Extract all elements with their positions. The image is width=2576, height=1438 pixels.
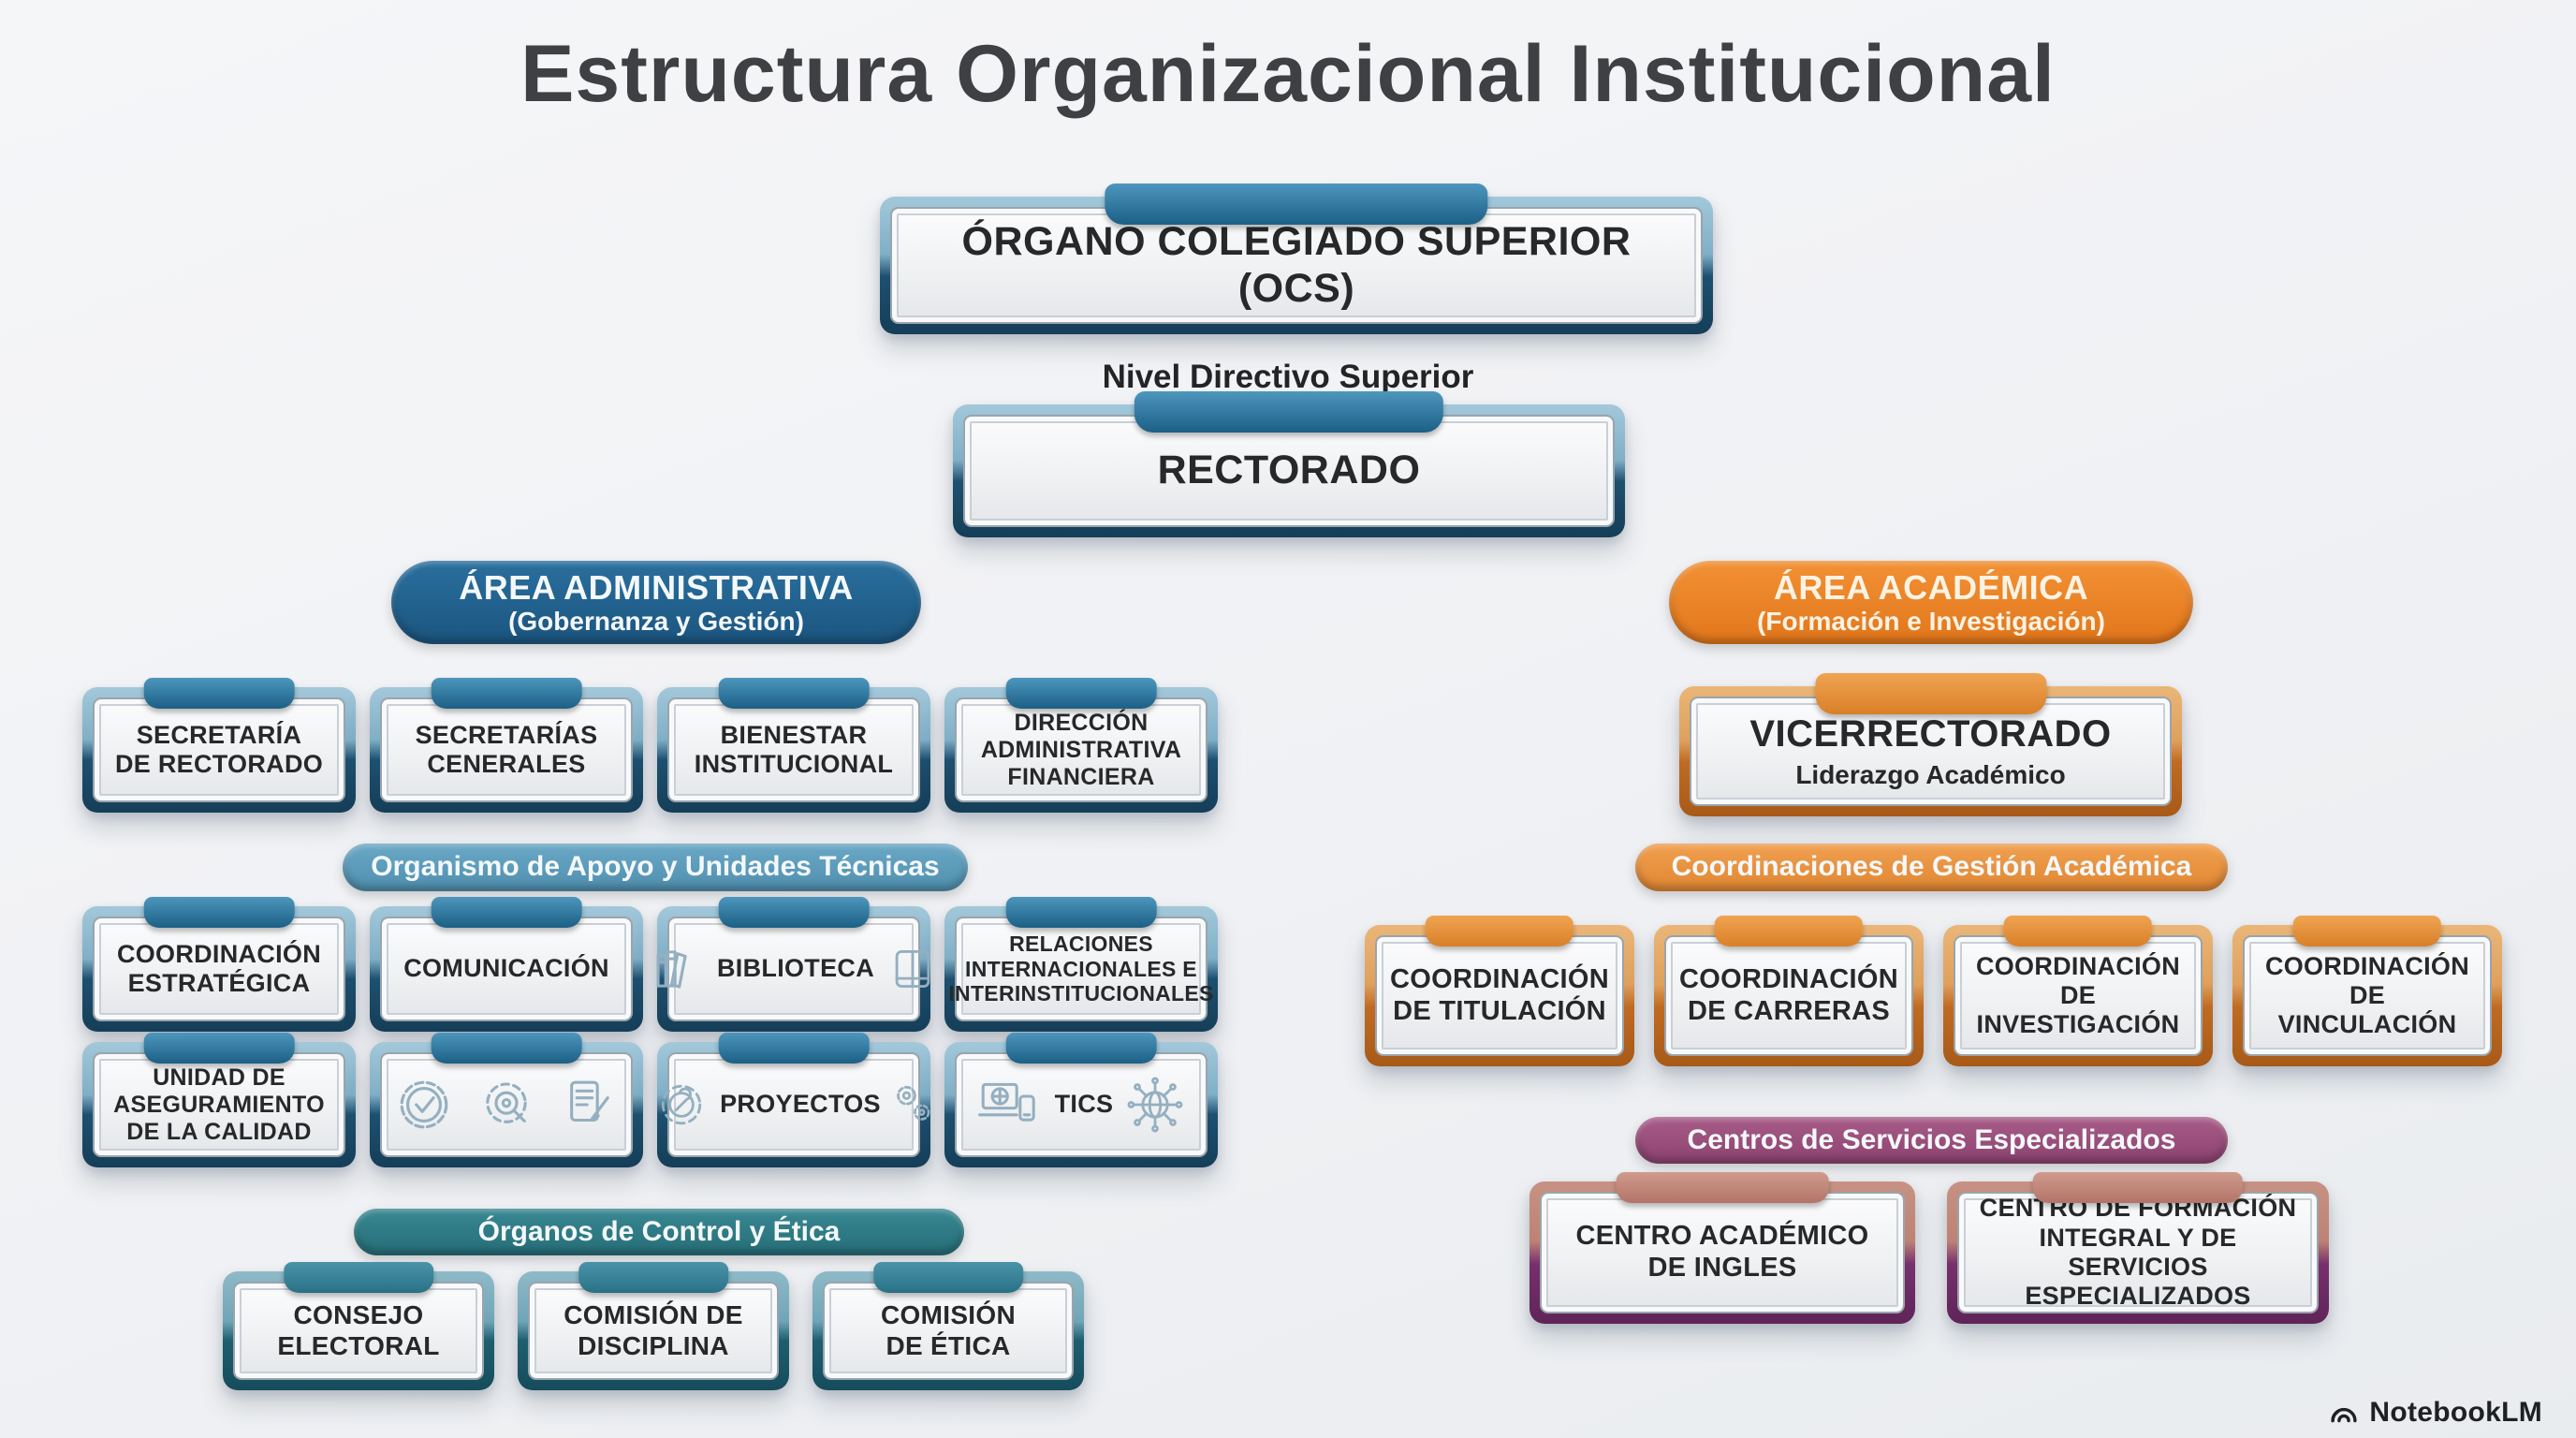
ribbon-clip — [143, 678, 295, 709]
box-consejo-electoral: CONSEJO ELECTORAL — [223, 1262, 494, 1390]
box-label: VICERRECTORADO — [1749, 713, 2112, 756]
box-label: COORDINACIÓN ESTRATÉGICA — [116, 939, 322, 997]
box-coordinacion-estrategica: COORDINACIÓN ESTRATÉGICA — [82, 897, 356, 1032]
ribbon-clip — [431, 897, 582, 928]
box-label: BIBLIOTECA — [717, 954, 874, 983]
band-centros-especializados: Centros de Servicios Especializados — [1635, 1117, 2228, 1164]
box-calidad-iconos — [370, 1033, 643, 1167]
ribbon-clip — [578, 1262, 728, 1293]
box-label: CENTRO DE FORMACIÓN INTEGRAL Y DE SERVIC… — [1979, 1194, 2297, 1311]
box-proyectos: PROYECTOS — [657, 1033, 930, 1167]
header-area-administrativa: ÁREA ADMINISTRATIVA (Gobernanza y Gestió… — [391, 561, 921, 644]
box-label: RECTORADO — [1157, 448, 1421, 493]
ribbon-clip — [1425, 916, 1574, 946]
ribbon-clip — [718, 897, 870, 928]
band-organismo-apoyo: Organismo de Apoyo y Unidades Técnicas — [343, 844, 968, 891]
notebooklm-logo-icon — [2331, 1407, 2357, 1423]
box-label: UNIDAD DE ASEGURAMIENTO DE LA CALIDAD — [113, 1064, 325, 1145]
box-unidad-aseguramiento-calidad: UNIDAD DE ASEGURAMIENTO DE LA CALIDAD — [82, 1033, 356, 1167]
ribbon-clip — [1134, 391, 1444, 433]
ribbon-clip — [1814, 673, 2047, 714]
gear-search-icon — [486, 1082, 527, 1123]
ribbon-clip — [718, 678, 870, 709]
box-label: PROYECTOS — [720, 1090, 881, 1119]
box-label: BIENESTAR INSTITUCIONAL — [694, 720, 894, 778]
ribbon-clip — [143, 1033, 295, 1064]
box-coordinacion-vinculacion: COORDINACIÓN DE VINCULACIÓN — [2232, 916, 2502, 1066]
box-secretarias-generales: SECRETARÍAS CENERALES — [370, 678, 643, 813]
box-tics: TICS — [944, 1033, 1218, 1167]
box-centro-academico-ingles: CENTRO ACADÉMICO DE INGLES — [1530, 1172, 1915, 1324]
box-coordinacion-carreras: COORDINACIÓN DE CARRERAS — [1654, 916, 1924, 1066]
ribbon-clip — [2032, 1172, 2244, 1203]
box-label: COMISIÓN DE DISCIPLINA — [564, 1300, 743, 1360]
box-label: COORDINACIÓN DE INVESTIGACIÓN — [1975, 951, 2181, 1039]
band-coordinaciones-academicas: Coordinaciones de Gestión Académica — [1635, 844, 2228, 891]
box-vicerrectorado: VICERRECTORADO Liderazgo Académico — [1679, 673, 2182, 816]
box-label: CENTRO ACADÉMICO DE INGLES — [1575, 1221, 1869, 1283]
ribbon-clip — [2292, 916, 2442, 946]
box-comision-disciplina: COMISIÓN DE DISCIPLINA — [518, 1262, 789, 1390]
watermark-label: NotebookLM — [2369, 1397, 2542, 1428]
document-edit-icon — [570, 1080, 609, 1123]
laptop-phone-icon — [977, 1082, 1035, 1122]
level-caption: Nivel Directivo Superior — [1102, 359, 1474, 395]
box-label: COORDINACIÓN DE TITULACIÓN — [1390, 963, 1609, 1026]
box-secretaria-de-rectorado: SECRETARÍA DE RECTORADO — [82, 678, 356, 813]
box-label: ÓRGANO COLEGIADO SUPERIOR (OCS) — [961, 218, 1632, 311]
header-subtitle: (Gobernanza y Gestión) — [508, 607, 804, 637]
notebooklm-watermark: NotebookLM — [2328, 1397, 2542, 1429]
box-direccion-administrativa-financiera: DIRECCIÓN ADMINISTRATIVA FINANCIERA — [944, 678, 1218, 813]
box-bienestar-institucional: BIENESTAR INSTITUCIONAL — [657, 678, 930, 813]
books-icon — [656, 950, 687, 989]
network-globe-icon — [1127, 1077, 1183, 1133]
ribbon-clip — [1714, 916, 1864, 946]
open-book-icon — [895, 950, 930, 988]
box-label: RELACIONES INTERNACIONALES E INTERINSTIT… — [948, 931, 1214, 1006]
ribbon-clip — [284, 1262, 433, 1293]
box-organo-colegiado-superior: ÓRGANO COLEGIADO SUPERIOR (OCS) — [880, 183, 1713, 334]
box-label: TICS — [1054, 1090, 1114, 1119]
box-label: DIRECCIÓN ADMINISTRATIVA FINANCIERA — [980, 709, 1182, 790]
box-centro-formacion-integral: CENTRO DE FORMACIÓN INTEGRAL Y DE SERVIC… — [1947, 1172, 2329, 1324]
gears-icon — [897, 1085, 930, 1121]
ribbon-clip — [431, 678, 582, 709]
box-label: COMUNICACIÓN — [403, 954, 609, 983]
box-rectorado: RECTORADO — [953, 391, 1625, 537]
ribbon-clip — [431, 1033, 582, 1064]
ribbon-clip — [1105, 183, 1488, 225]
box-label: SECRETARÍAS CENERALES — [415, 720, 598, 778]
ribbon-clip — [873, 1262, 1023, 1293]
header-subtitle: (Formación e Investigación) — [1757, 607, 2105, 637]
ribbon-clip — [1005, 1033, 1157, 1064]
header-area-academica: ÁREA ACADÉMICA (Formación e Investigació… — [1669, 561, 2193, 644]
ribbon-clip — [718, 1033, 870, 1064]
ribbon-clip — [143, 897, 295, 928]
box-label: COMISIÓN DE ÉTICA — [881, 1300, 1016, 1360]
ribbon-clip — [1616, 1172, 1829, 1203]
box-label: COORDINACIÓN DE CARRERAS — [1679, 963, 1898, 1026]
badge-check-icon — [400, 1080, 448, 1129]
box-label: COORDINACIÓN DE VINCULACIÓN — [2264, 951, 2470, 1039]
ribbon-clip — [1005, 678, 1157, 709]
header-title: ÁREA ADMINISTRATIVA — [459, 567, 854, 607]
box-label: SECRETARÍA DE RECTORADO — [114, 720, 324, 778]
header-title: ÁREA ACADÉMICA — [1773, 567, 2089, 607]
ribbon-clip — [2003, 916, 2153, 946]
box-coordinacion-investigacion: COORDINACIÓN DE INVESTIGACIÓN — [1943, 916, 2213, 1066]
page-title: Estructura Organizacional Institucional — [520, 29, 2056, 119]
box-comunicacion: COMUNICACIÓN — [370, 897, 643, 1032]
box-sublabel: Liderazgo Académico — [1795, 759, 2066, 789]
gear-wrench-icon — [661, 1084, 702, 1125]
ribbon-clip — [1005, 897, 1157, 928]
box-coordinacion-titulacion: COORDINACIÓN DE TITULACIÓN — [1365, 916, 1634, 1066]
box-biblioteca: BIBLIOTECA — [656, 897, 930, 1032]
box-comision-etica: COMISIÓN DE ÉTICA — [812, 1262, 1084, 1390]
band-organos-control: Órganos de Control y Ética — [354, 1209, 964, 1255]
box-label: CONSEJO ELECTORAL — [277, 1300, 440, 1360]
box-relaciones-internacionales: RELACIONES INTERNACIONALES E INTERINSTIT… — [944, 897, 1218, 1032]
